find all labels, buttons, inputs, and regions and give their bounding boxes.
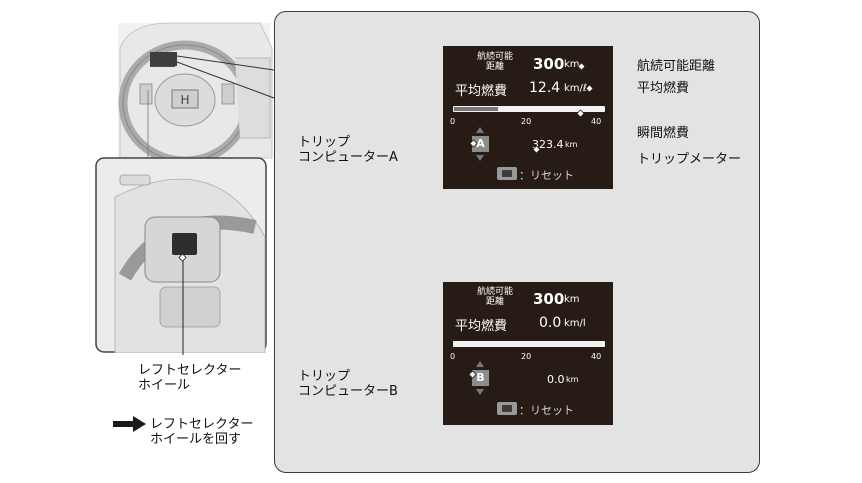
up-arrow-icon bbox=[476, 127, 484, 133]
avg-fuel-label: 平均燃費 bbox=[455, 84, 508, 99]
inst-fuel-callout: 瞬間燃費 bbox=[637, 126, 690, 141]
reset-label: ：リセット bbox=[519, 404, 574, 417]
reset-button-icon bbox=[497, 402, 517, 415]
display-marker bbox=[150, 52, 177, 66]
tick-40: 40 bbox=[591, 352, 602, 361]
svg-text:H: H bbox=[180, 93, 189, 107]
range-callout: 航続可能距離 bbox=[637, 59, 716, 74]
range-unit: km bbox=[564, 59, 580, 70]
avg-fuel-value: 12.4 bbox=[529, 80, 561, 96]
tick-0: 0 bbox=[450, 352, 456, 361]
tick-20: 20 bbox=[521, 117, 532, 126]
avg-fuel-unit: km/ℓ bbox=[564, 83, 588, 94]
inst-fuel-bar bbox=[453, 341, 605, 347]
tick-40: 40 bbox=[591, 117, 602, 126]
up-arrow-icon bbox=[476, 361, 484, 367]
down-arrow-icon bbox=[476, 389, 484, 395]
avg-fuel-callout: 平均燃費 bbox=[637, 81, 690, 96]
mid-display-trip-a: 航続可能 距離 300 km 平均燃費 12.4 km/ℓ 0 20 40 A … bbox=[443, 46, 613, 189]
reset-button-icon bbox=[497, 167, 517, 180]
range-value: 300 bbox=[533, 290, 565, 308]
trip-b-badge: B bbox=[472, 370, 489, 386]
avg-fuel-value: 0.0 bbox=[539, 315, 562, 331]
range-label: 航続可能 距離 bbox=[476, 52, 513, 72]
range-value: 300 bbox=[533, 55, 565, 73]
trip-a-callout: トリップ コンピューターA bbox=[298, 135, 398, 165]
trip-meter-value: 0.0 bbox=[547, 373, 565, 386]
mid-display-trip-b: 航続可能 距離 300 km 平均燃費 0.0 km/l 0 20 40 B 0… bbox=[443, 282, 613, 425]
down-arrow-icon bbox=[476, 155, 484, 161]
left-wheel-callout: レフトセレクター ホイール bbox=[138, 363, 242, 393]
trip-meter-callout: トリップメーター bbox=[637, 152, 742, 167]
avg-fuel-unit: km/l bbox=[564, 318, 586, 329]
tick-0: 0 bbox=[450, 117, 456, 126]
avg-fuel-label: 平均燃費 bbox=[455, 319, 508, 334]
trip-a-badge: A bbox=[472, 136, 489, 152]
range-label: 航続可能 距離 bbox=[476, 287, 513, 307]
range-unit: km bbox=[564, 294, 580, 305]
reset-label: ：リセット bbox=[519, 169, 574, 182]
rotate-wheel-instruction: レフトセレクター ホイールを回す bbox=[150, 417, 254, 447]
trip-meter-value: 323.4 bbox=[532, 138, 564, 151]
inst-fuel-bar bbox=[453, 106, 605, 112]
inst-fuel-bar-fill bbox=[454, 107, 498, 111]
trip-b-callout: トリップ コンピューターB bbox=[298, 369, 398, 399]
tick-20: 20 bbox=[521, 352, 532, 361]
trip-meter-unit: km bbox=[565, 140, 578, 149]
trip-meter-unit: km bbox=[566, 375, 579, 384]
